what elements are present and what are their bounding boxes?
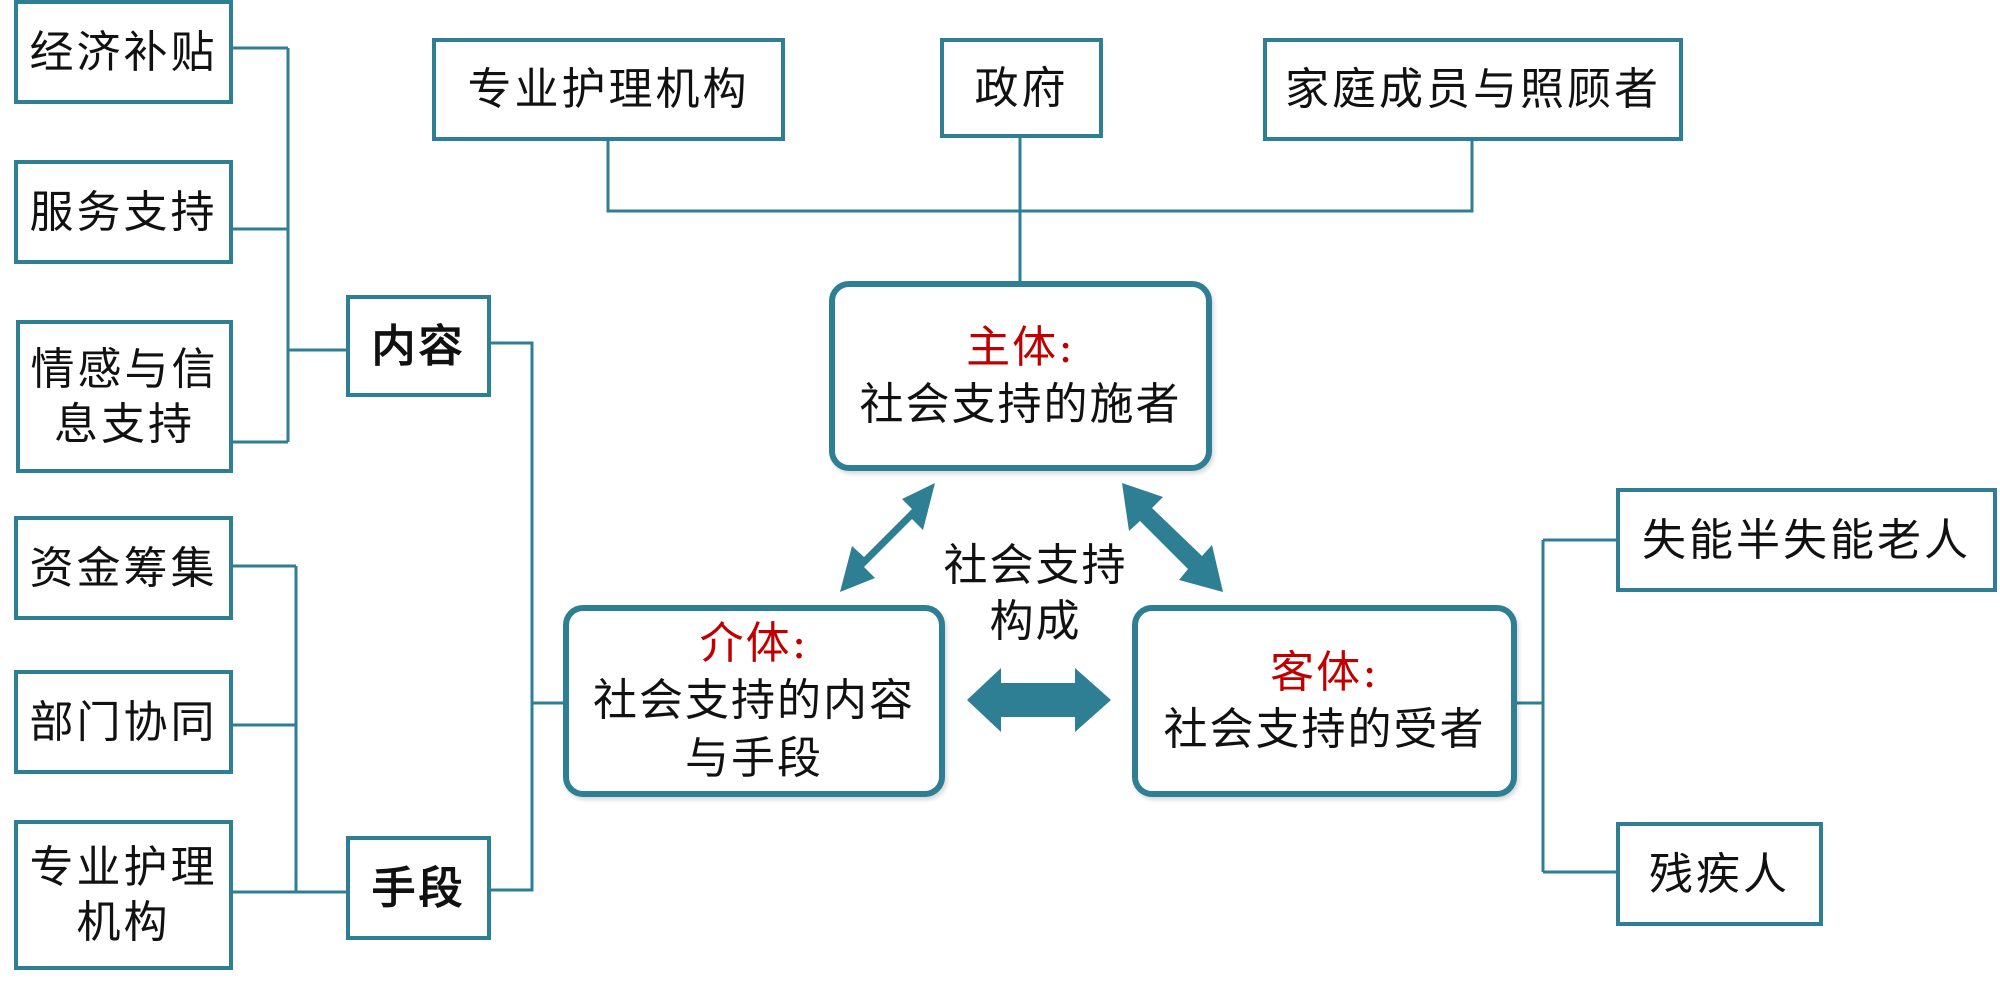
content-item-label: 经济补贴 [29, 26, 218, 78]
node-subject: 主体: 社会支持的施者 [829, 281, 1212, 471]
means-item-label: 资金筹集 [29, 542, 218, 594]
content-item-label: 情感与信 息支持 [30, 343, 219, 450]
means-item-label: 专业护理 机构 [29, 842, 218, 948]
recipient-disabled-people: 残疾人 [1616, 822, 1823, 926]
node-means-label: 手段 [371, 862, 466, 914]
means-item-coordination: 部门协同 [14, 670, 233, 774]
object-title: 客体: [1270, 646, 1379, 698]
object-text: 社会支持的受者 [1163, 704, 1486, 755]
arrow-medium-object [967, 668, 1111, 732]
node-content: 内容 [346, 295, 491, 397]
recipient-label: 失能半失能老人 [1642, 514, 1971, 566]
node-family: 家庭成员与照顾者 [1263, 38, 1683, 141]
means-item-funding: 资金筹集 [14, 516, 233, 620]
content-item-economic: 经济补贴 [14, 0, 233, 104]
node-means: 手段 [346, 836, 491, 940]
recipient-label: 残疾人 [1649, 848, 1790, 900]
node-medium: 介体: 社会支持的内容 与手段 [563, 605, 945, 797]
subject-text: 社会支持的施者 [859, 379, 1182, 430]
arrow-subject-object [1122, 483, 1223, 592]
content-item-label: 服务支持 [29, 186, 218, 238]
medium-title: 介体: [699, 618, 809, 670]
content-item-service: 服务支持 [14, 160, 233, 264]
node-professional-institutions: 专业护理机构 [432, 38, 785, 141]
means-item-institutions: 专业护理 机构 [14, 820, 233, 970]
node-government: 政府 [940, 38, 1103, 138]
node-object: 客体: 社会支持的受者 [1132, 605, 1517, 797]
node-government-label: 政府 [974, 62, 1069, 114]
recipient-disabled-elderly: 失能半失能老人 [1616, 488, 1997, 592]
medium-text: 社会支持的内容 与手段 [593, 675, 915, 784]
node-professional-institutions-label: 专业护理机构 [467, 64, 750, 115]
double-arrows [967, 483, 1223, 732]
node-content-label: 内容 [371, 320, 466, 372]
node-family-label: 家庭成员与照顾者 [1285, 64, 1661, 115]
subject-title: 主体: [966, 321, 1075, 373]
content-item-emotion: 情感与信 息支持 [16, 320, 233, 473]
composition-label: 社会支持 构成 [943, 540, 1128, 648]
means-item-label: 部门协同 [29, 696, 218, 748]
